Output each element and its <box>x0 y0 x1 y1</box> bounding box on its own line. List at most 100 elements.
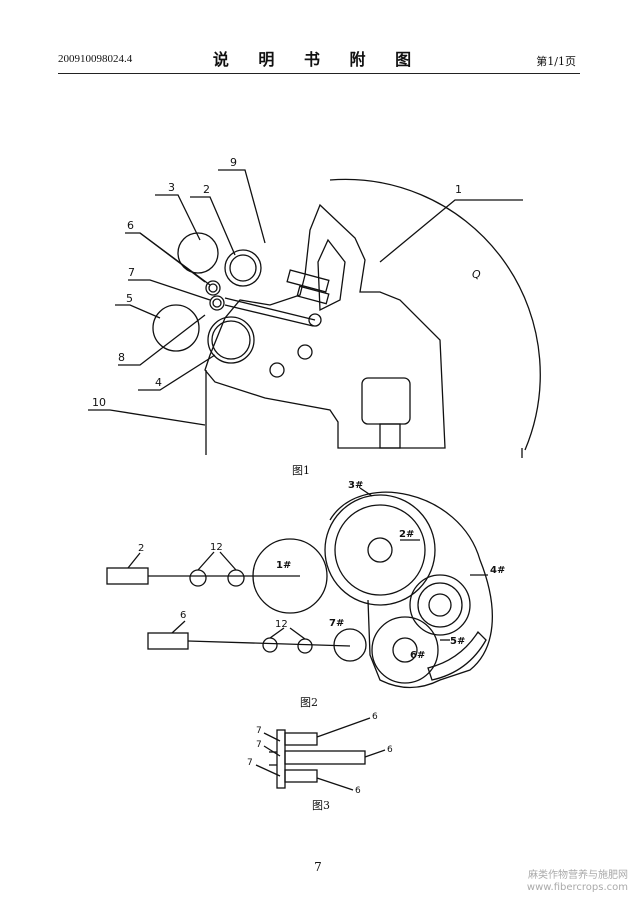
leader-8 <box>118 314 206 366</box>
label-8: 8 <box>118 351 125 364</box>
label-7: 7 <box>247 758 253 768</box>
label-5#: 5# <box>450 636 465 647</box>
label-1#: 1# <box>276 560 291 571</box>
roller-4 <box>207 316 255 364</box>
label-5: 5 <box>126 292 133 305</box>
label-12: 12 <box>275 619 288 630</box>
page-number: 7 <box>314 860 322 874</box>
figure-1-caption: 图1 <box>292 464 310 477</box>
label-q: Q <box>472 268 481 281</box>
clamp-block-2 <box>296 285 330 305</box>
leader-4 <box>138 354 216 391</box>
figure-2-drawing: 2 12 1# 6 12 7# 3# 2# 4# 5# 6# <box>106 480 505 689</box>
tube-5 <box>427 630 487 681</box>
roll-6-hub <box>392 637 418 663</box>
roll-4-hub <box>428 593 452 617</box>
label-6#: 6# <box>410 650 425 661</box>
label-7: 7 <box>256 726 262 736</box>
label-6: 6 <box>372 712 378 722</box>
shaft-lower <box>284 769 318 783</box>
label-7#: 7# <box>329 618 344 629</box>
label-2#: 2# <box>399 529 414 540</box>
watermark: 麻类作物营养与施肥网 www.fibercrops.com <box>527 870 628 894</box>
roller-7 <box>209 295 225 311</box>
belt <box>224 297 316 321</box>
figure-2-caption: 图2 <box>300 696 318 709</box>
leader-6a <box>316 717 371 738</box>
leader-3# <box>359 487 373 497</box>
shaft-upper <box>284 732 318 746</box>
leader-6 <box>171 620 186 634</box>
motor-base <box>379 423 401 449</box>
watermark-line-2: www.fibercrops.com <box>526 882 628 893</box>
header-rule <box>58 73 580 74</box>
label-7: 7 <box>128 266 135 279</box>
application-number: 200910098024.4 <box>58 53 133 65</box>
roller-7-inner <box>212 298 222 308</box>
pointer-12 <box>197 551 215 571</box>
roller-3 <box>177 232 219 274</box>
label-12: 12 <box>210 542 223 553</box>
idler-12c <box>262 637 278 653</box>
label-3: 3 <box>168 181 175 194</box>
pointer-12 <box>269 627 285 639</box>
label-10: 10 <box>92 396 106 409</box>
leader-2 <box>127 552 141 569</box>
shaft-middle <box>284 750 366 765</box>
pointer-12 <box>289 627 306 640</box>
roll-4-mid <box>417 582 463 628</box>
belt <box>224 304 314 327</box>
label-6: 6 <box>355 786 361 796</box>
leader-7 <box>128 279 211 301</box>
roller-2 <box>224 249 262 287</box>
roll-4 <box>409 574 471 636</box>
hole <box>269 362 285 378</box>
roller-5 <box>152 304 200 352</box>
label-6: 6 <box>387 745 393 755</box>
roll-6 <box>371 616 439 684</box>
watermark-line-1: 麻类作物营养与施肥网 <box>528 870 628 881</box>
roller-2-inner <box>229 254 257 282</box>
idler-12a <box>189 569 207 587</box>
roller-4-inner <box>211 320 251 360</box>
leader-6a <box>125 232 211 286</box>
label-3#: 3# <box>348 480 363 491</box>
label-6: 6 <box>127 219 134 232</box>
hole <box>308 313 322 327</box>
label-9: 9 <box>230 156 237 169</box>
label-2: 2 <box>138 543 144 554</box>
leader-7c <box>255 764 281 777</box>
roll-3 <box>324 494 436 606</box>
leader-7b <box>263 745 281 757</box>
idler-12b <box>227 569 245 587</box>
belt-envelope <box>329 491 493 689</box>
clamp-block <box>286 269 330 293</box>
figure-3-caption: 图3 <box>312 799 330 812</box>
leader-10 <box>88 409 206 426</box>
box-6 <box>147 632 189 650</box>
label-7: 7 <box>256 740 262 750</box>
plate <box>276 729 286 789</box>
box-2 <box>106 567 149 585</box>
leader-2 <box>190 196 236 256</box>
leader-3 <box>155 194 201 241</box>
figure-3-drawing: 7 6 7 6 7 6 <box>247 712 393 796</box>
main-frame <box>204 203 446 449</box>
label-4: 4 <box>155 376 162 389</box>
roll-2-hub <box>367 537 393 563</box>
figure-1-drawing: 1 2 3 4 5 6 7 8 9 10 Q <box>88 156 541 458</box>
leader-6c <box>316 777 354 791</box>
idler-12d <box>297 638 313 654</box>
hole <box>297 344 313 360</box>
label-4#: 4# <box>490 565 505 576</box>
label-6: 6 <box>180 610 186 621</box>
leader-1 <box>379 199 523 263</box>
leader-6b <box>139 232 206 283</box>
page-title: 说 明 书 附 图 <box>212 50 424 69</box>
roll-1 <box>252 538 328 614</box>
arc-q <box>329 178 541 451</box>
leader-9 <box>218 169 266 244</box>
roll-2 <box>334 504 426 596</box>
pointer-12 <box>219 551 237 571</box>
